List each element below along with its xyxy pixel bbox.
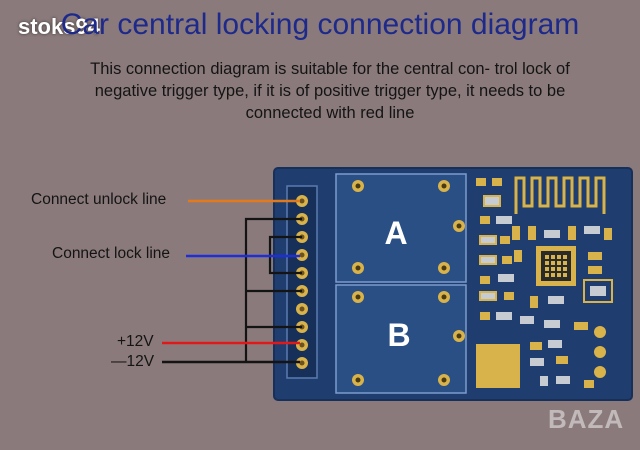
relay-a-label: A — [384, 215, 407, 251]
diagram-description: This connection diagram is suitable for … — [90, 60, 570, 122]
antenna-trace — [514, 176, 606, 214]
power-pad — [476, 344, 520, 388]
relay-b-label: B — [387, 317, 410, 353]
unlock-line-label: Connect unlock line — [31, 191, 167, 208]
lock-line-label: Connect lock line — [52, 245, 171, 262]
minus12v-label: —12V — [111, 353, 155, 370]
diagram-title: Car central locking connection diagram — [60, 8, 580, 41]
plus12v-label: +12V — [117, 333, 154, 350]
brand-watermark: BAZA — [548, 404, 625, 434]
control-circuit — [476, 176, 613, 388]
watermark-text: stoks94 — [18, 14, 100, 39]
